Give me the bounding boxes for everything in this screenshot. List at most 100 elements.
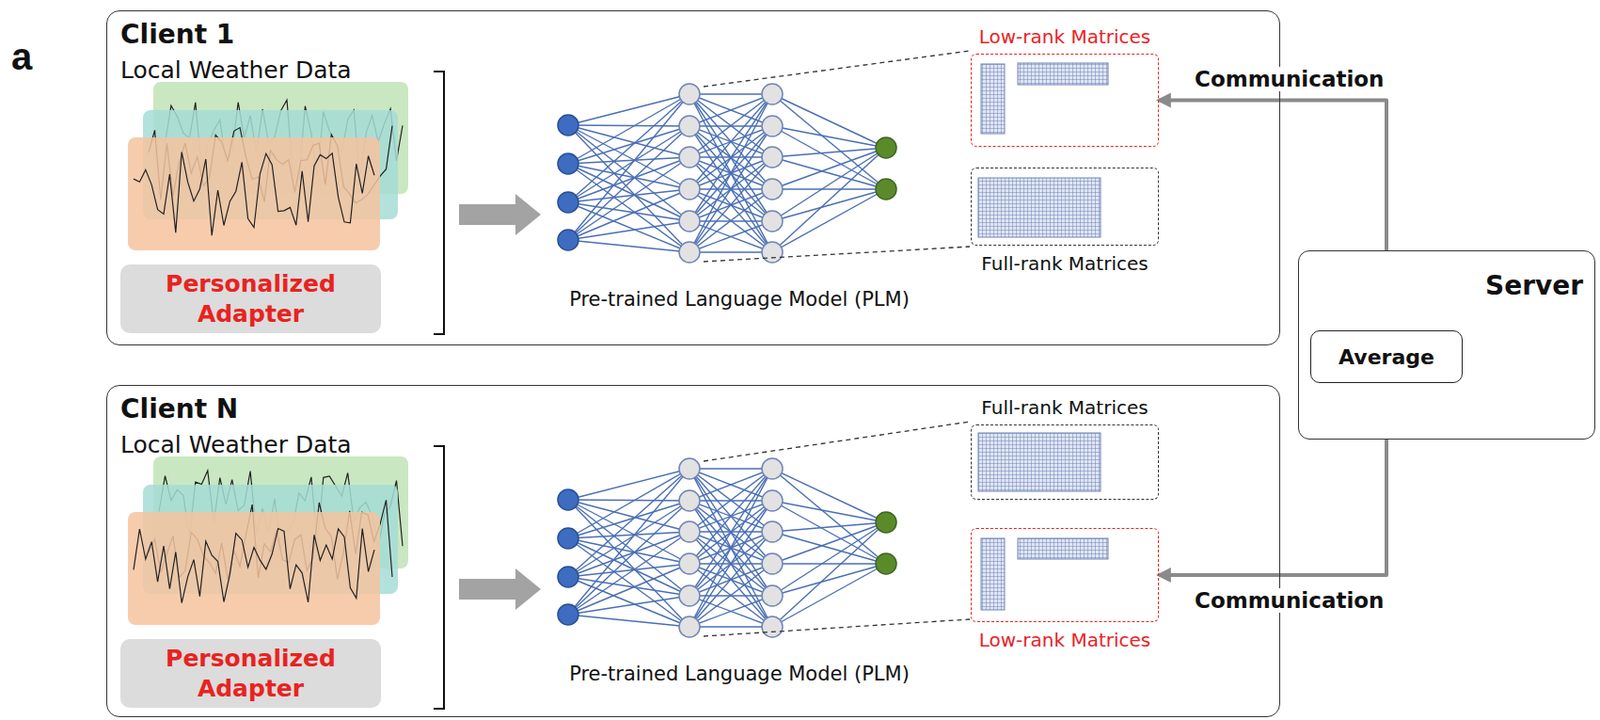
nn-link <box>772 126 887 148</box>
nn-neuron <box>761 490 783 511</box>
nn-link <box>772 94 887 190</box>
nn-link <box>772 94 887 148</box>
data-label: Local Weather Data <box>120 430 352 459</box>
nn-link <box>689 468 773 501</box>
nn-neuron <box>875 553 897 574</box>
nn-neuron <box>761 585 783 606</box>
nn-link <box>689 625 773 627</box>
nn-neuron <box>557 114 579 136</box>
nn-neuron <box>557 489 579 510</box>
nn-neuron <box>557 153 579 175</box>
nn-link <box>568 563 690 615</box>
adapter-label: Personalized Adapter <box>127 269 374 329</box>
nn-link <box>568 499 690 501</box>
zoom-line <box>703 421 970 461</box>
nn-link <box>568 499 690 627</box>
nn-link <box>772 189 887 253</box>
nn-neuron <box>557 229 579 251</box>
nn-neuron <box>761 178 783 200</box>
nn-link <box>568 614 690 627</box>
nn-link <box>568 125 690 158</box>
zoom-line <box>703 618 970 636</box>
nn-link <box>568 500 690 615</box>
nn-neuron <box>557 603 579 625</box>
nn-link <box>689 563 773 627</box>
nn-neuron <box>679 521 700 542</box>
nn-link <box>568 531 690 615</box>
nn-neuron <box>761 210 783 232</box>
panel-letter: a <box>11 35 32 79</box>
nn-link <box>568 500 690 539</box>
nn-link <box>689 500 773 627</box>
nn-link <box>772 147 887 253</box>
nn-link <box>689 221 773 253</box>
nn-link <box>689 94 773 253</box>
nn-link <box>689 189 773 253</box>
nn-link <box>772 563 887 596</box>
nn-link <box>689 468 773 627</box>
matrix-grid <box>981 538 1005 610</box>
nn-link <box>568 531 690 577</box>
nn-link <box>568 94 690 203</box>
nn-link <box>689 157 773 253</box>
nn-neuron <box>679 115 700 137</box>
low-rank-box: Low-rank Matrices <box>970 527 1159 622</box>
nn-link <box>568 531 690 539</box>
nn-link <box>568 163 690 253</box>
nn-link <box>689 126 773 253</box>
nn-link <box>689 468 773 564</box>
nn-link <box>568 157 690 240</box>
nn-neuron <box>875 511 897 533</box>
nn-link <box>772 522 887 564</box>
nn-neuron <box>679 241 700 263</box>
nn-neuron <box>557 566 579 587</box>
nn-link <box>772 188 887 190</box>
nn-link <box>568 189 690 240</box>
nn-link <box>689 94 773 127</box>
nn-link <box>568 126 690 240</box>
nn-link <box>772 147 887 222</box>
nn-link <box>689 157 773 253</box>
nn-link <box>568 189 690 203</box>
nn-link <box>568 126 690 164</box>
adapter-box: Personalized Adapter <box>120 264 381 333</box>
model-label: Pre-trained Language Model (PLM) <box>569 662 910 685</box>
zoom-line <box>703 50 970 87</box>
edge-label: Communication <box>1192 66 1386 92</box>
nn-link <box>568 538 690 596</box>
server-title: Server <box>1485 269 1584 301</box>
nn-link <box>568 126 690 203</box>
bracket <box>433 71 444 334</box>
nn-link <box>689 468 773 627</box>
nn-link <box>772 189 887 222</box>
nn-link <box>772 147 887 190</box>
nn-neuron <box>761 521 783 542</box>
nn-link <box>689 94 773 158</box>
nn-neuron <box>679 210 700 232</box>
nn-neuron <box>761 115 783 137</box>
nn-link <box>689 468 773 596</box>
nn-link <box>568 499 690 532</box>
nn-link <box>689 221 773 253</box>
nn-neuron <box>557 191 579 213</box>
nn-neuron <box>679 616 700 637</box>
data-panel <box>127 137 381 251</box>
matrix-grid <box>1017 538 1109 559</box>
edge-label: Communication <box>1192 587 1386 613</box>
nn-link <box>689 468 773 532</box>
matrix-heading: Low-rank Matrices <box>979 628 1152 651</box>
nn-neuron <box>761 83 783 105</box>
weather-series <box>133 152 375 237</box>
nn-link <box>568 538 690 627</box>
flow-arrow <box>459 568 541 610</box>
nn-neuron <box>875 137 897 159</box>
nn-neuron <box>761 616 783 637</box>
nn-link <box>772 126 887 190</box>
low-rank-box: Low-rank Matrices <box>970 53 1159 147</box>
nn-link <box>772 522 887 596</box>
nn-neuron <box>761 458 783 479</box>
nn-link <box>568 595 690 615</box>
nn-link <box>568 94 690 164</box>
nn-link <box>772 522 887 532</box>
nn-link <box>689 467 773 469</box>
